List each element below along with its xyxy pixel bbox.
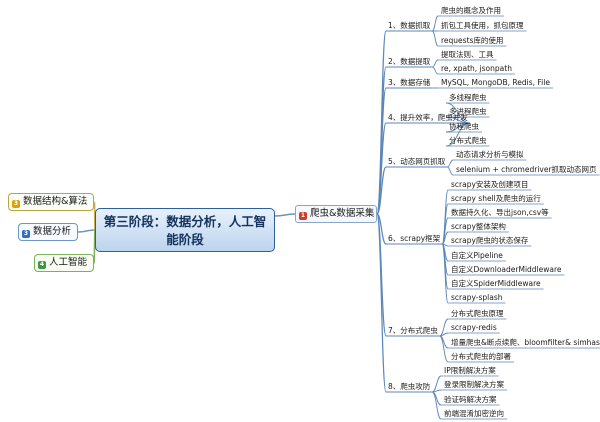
leaf-item[interactable]: 数据持久化、导出json,csv等 (451, 208, 549, 217)
leaf-item[interactable]: 提取法则、工具 (441, 50, 494, 59)
leaf-item[interactable]: IP限制解决方案 (444, 366, 496, 375)
section-to-leaf-line (447, 166, 454, 176)
section-4[interactable]: 4、提升效率，爬虫并发 (388, 113, 468, 122)
leaf-item[interactable]: 自定义SpiderMiddleware (451, 279, 541, 288)
section-to-leaf-line (431, 391, 442, 420)
central-topic-line2: 能阶段 (166, 232, 204, 247)
section-to-leaf-line (441, 189, 449, 245)
leaf-item[interactable]: 分布式爬虫的部署 (451, 352, 511, 361)
leaf-item[interactable]: 登录限制解决方案 (444, 380, 504, 389)
leaf-item[interactable]: 多线程爬虫 (449, 93, 487, 102)
leaf-item[interactable]: scrapy shell及爬虫的运行 (451, 194, 541, 203)
section-to-leaf-line (439, 332, 449, 337)
section-to-leaf-line (432, 30, 439, 47)
section-to-leaf-line (447, 159, 454, 168)
central-topic[interactable]: 第三阶段：数据分析，人工智 能阶段 (95, 208, 275, 252)
priority-3-icon: 3 (22, 230, 30, 238)
leaf-item[interactable]: 动态请求分析与模拟 (456, 150, 524, 159)
section-2[interactable]: 2、数据提取 (388, 57, 431, 66)
leaf-item[interactable]: selenium + chromedriver抓取动态网页 (456, 165, 597, 174)
leaf-item[interactable]: 增量爬虫&断点续爬、bloomfilter& simhash (451, 338, 600, 347)
section-1[interactable]: 1、数据抓取 (388, 21, 431, 30)
section-8[interactable]: 8、爬虫攻防 (388, 382, 431, 391)
leaf-item[interactable]: 抓包工具使用，抓包原理 (441, 21, 524, 30)
section-5[interactable]: 5、动态网页抓取 (388, 157, 446, 166)
leaf-item[interactable]: scrapy-redis (451, 323, 497, 332)
central-to-left-line (93, 229, 96, 264)
leaf-item[interactable]: 前端混淆加密逆向 (444, 409, 504, 418)
leaf-item[interactable]: 爬虫的概念及作用 (441, 6, 501, 15)
priority-1-icon: 1 (299, 212, 307, 220)
leaf-item[interactable]: scrapy-splash (451, 293, 503, 302)
section-6[interactable]: 6、scrapy框架 (388, 234, 441, 243)
central-topic-line1: 第三阶段：数据分析，人工智 (103, 214, 267, 229)
leaf-item[interactable]: 自定义DownloaderMiddleware (451, 265, 562, 274)
section-to-leaf-line (432, 375, 442, 393)
topic-label: 爬虫&数据采集 (310, 208, 375, 219)
leaf-item[interactable]: 分布式爬虫 (449, 136, 487, 145)
crawler-to-section-line (376, 166, 387, 215)
leaf-item[interactable]: 验证码解决方案 (444, 395, 497, 404)
section-to-leaf-line (439, 335, 449, 363)
leaf-item[interactable]: MySQL, MongoDB, Redis, File (441, 78, 550, 87)
leaf-item[interactable]: scrapy爬虫的状态保存 (451, 236, 529, 245)
crawler-to-section-line (376, 213, 387, 393)
priority-3-icon: 3 (12, 200, 20, 208)
central-to-left-line (93, 201, 96, 231)
priority-4-icon: 4 (38, 261, 46, 269)
leaf-item[interactable]: requests库的使用 (441, 36, 504, 45)
section-to-leaf-line (432, 66, 439, 75)
topic-label: 数据结构&算法 (23, 196, 88, 207)
central-to-crawler-line (274, 213, 296, 217)
section-to-leaf-line (441, 243, 449, 304)
section-to-leaf-line (432, 15, 439, 32)
leaf-item[interactable]: scrapy安装及创建项目 (451, 180, 529, 189)
section-7[interactable]: 7、分布式爬虫 (388, 326, 438, 335)
topic-label: 数据分析 (33, 226, 72, 237)
leaf-item[interactable]: re, xpath, jsonpath (441, 64, 512, 73)
topic-label: 人工智能 (49, 257, 88, 268)
leaf-item[interactable]: 分布式爬虫原理 (451, 309, 504, 318)
central-to-left-line (78, 229, 96, 233)
leaf-item[interactable]: 协程爬虫 (449, 122, 479, 131)
leaf-item[interactable]: 自定义Pipeline (451, 251, 503, 260)
section-to-leaf-line (432, 59, 439, 68)
section-to-leaf-line (445, 122, 470, 147)
leaf-item[interactable]: 多进程爬虫 (449, 107, 487, 116)
section-3[interactable]: 3、数据存储 (388, 78, 431, 87)
leaf-item[interactable]: scrapy整体架构 (451, 222, 506, 231)
